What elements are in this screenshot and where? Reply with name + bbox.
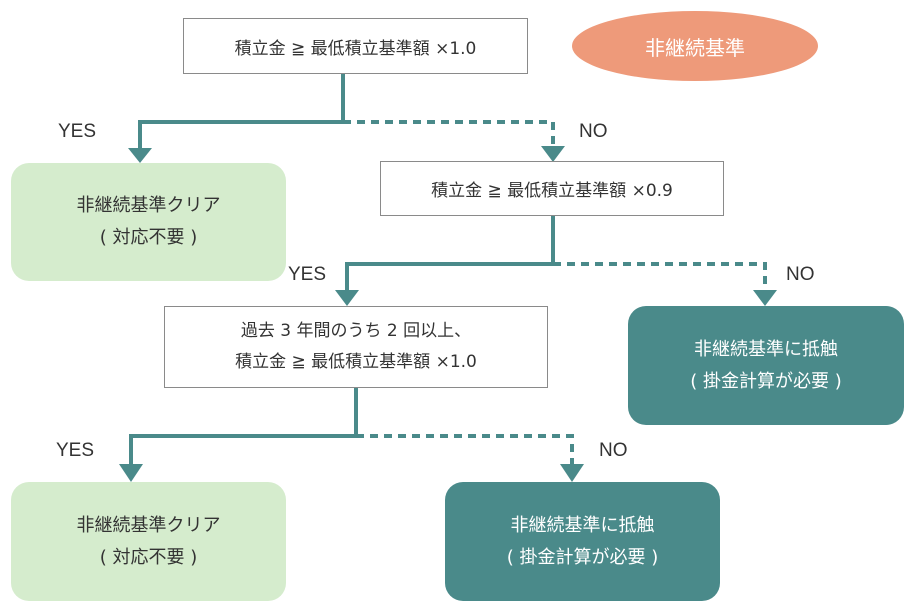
connector-yes-1 xyxy=(138,74,345,150)
connector-no-2 xyxy=(553,262,767,292)
no-label-3: NO xyxy=(599,440,628,461)
arrowhead-no-3 xyxy=(560,464,584,482)
arrowhead-yes-1 xyxy=(128,148,152,163)
condition-box-1: 積立金 ≧ 最低積立基準額 ×1.0 xyxy=(183,18,528,74)
violation-2-line-1: 非継続基準に抵触 xyxy=(510,514,655,536)
no-label-2: NO xyxy=(786,264,815,285)
clear-2-line-2: ( 対応不要 ) xyxy=(99,546,198,568)
non-continuation-badge: 非継続基準 xyxy=(572,11,818,81)
yes-label-2: YES xyxy=(288,264,327,285)
yes-label-1: YES xyxy=(58,121,97,142)
connector-yes-3 xyxy=(129,388,358,466)
connector-no-1 xyxy=(343,120,555,148)
violation-1-line-1: 非継続基準に抵触 xyxy=(694,338,838,360)
violation-box-2: 非継続基準に抵触 ( 掛金計算が必要 ) xyxy=(445,482,720,601)
clear-2-line-1: 非継続基準クリア xyxy=(76,514,221,536)
arrowhead-yes-2 xyxy=(335,290,359,306)
arrowhead-no-1 xyxy=(541,146,565,162)
clear-box-1: 非継続基準クリア ( 対応不要 ) xyxy=(11,163,286,281)
violation-1-line-2: ( 掛金計算が必要 ) xyxy=(690,370,842,392)
condition-3-line-2: 積立金 ≧ 最低積立基準額 ×1.0 xyxy=(235,352,477,372)
clear-1-line-1: 非継続基準クリア xyxy=(76,195,221,216)
condition-1-text: 積立金 ≧ 最低積立基準額 ×1.0 xyxy=(234,38,477,59)
arrowhead-yes-3 xyxy=(119,464,143,482)
violation-2-line-2: ( 掛金計算が必要 ) xyxy=(506,546,659,568)
condition-box-3: 過去 3 年間のうち 2 回以上、 積立金 ≧ 最低積立基準額 ×1.0 xyxy=(164,306,548,388)
arrowhead-no-2 xyxy=(753,290,777,306)
connector-yes-2 xyxy=(345,216,555,292)
clear-1-line-2: ( 対応不要 ) xyxy=(99,227,198,248)
no-label-1: NO xyxy=(579,121,608,142)
condition-box-2: 積立金 ≧ 最低積立基準額 ×0.9 xyxy=(380,161,724,216)
violation-box-1: 非継続基準に抵触 ( 掛金計算が必要 ) xyxy=(628,306,904,425)
connector-no-3 xyxy=(356,434,574,466)
yes-label-3: YES xyxy=(56,440,95,461)
condition-3-line-1: 過去 3 年間のうち 2 回以上、 xyxy=(240,321,472,341)
condition-2-text: 積立金 ≧ 最低積立基準額 ×0.9 xyxy=(431,181,673,201)
clear-box-2: 非継続基準クリア ( 対応不要 ) xyxy=(11,482,286,601)
